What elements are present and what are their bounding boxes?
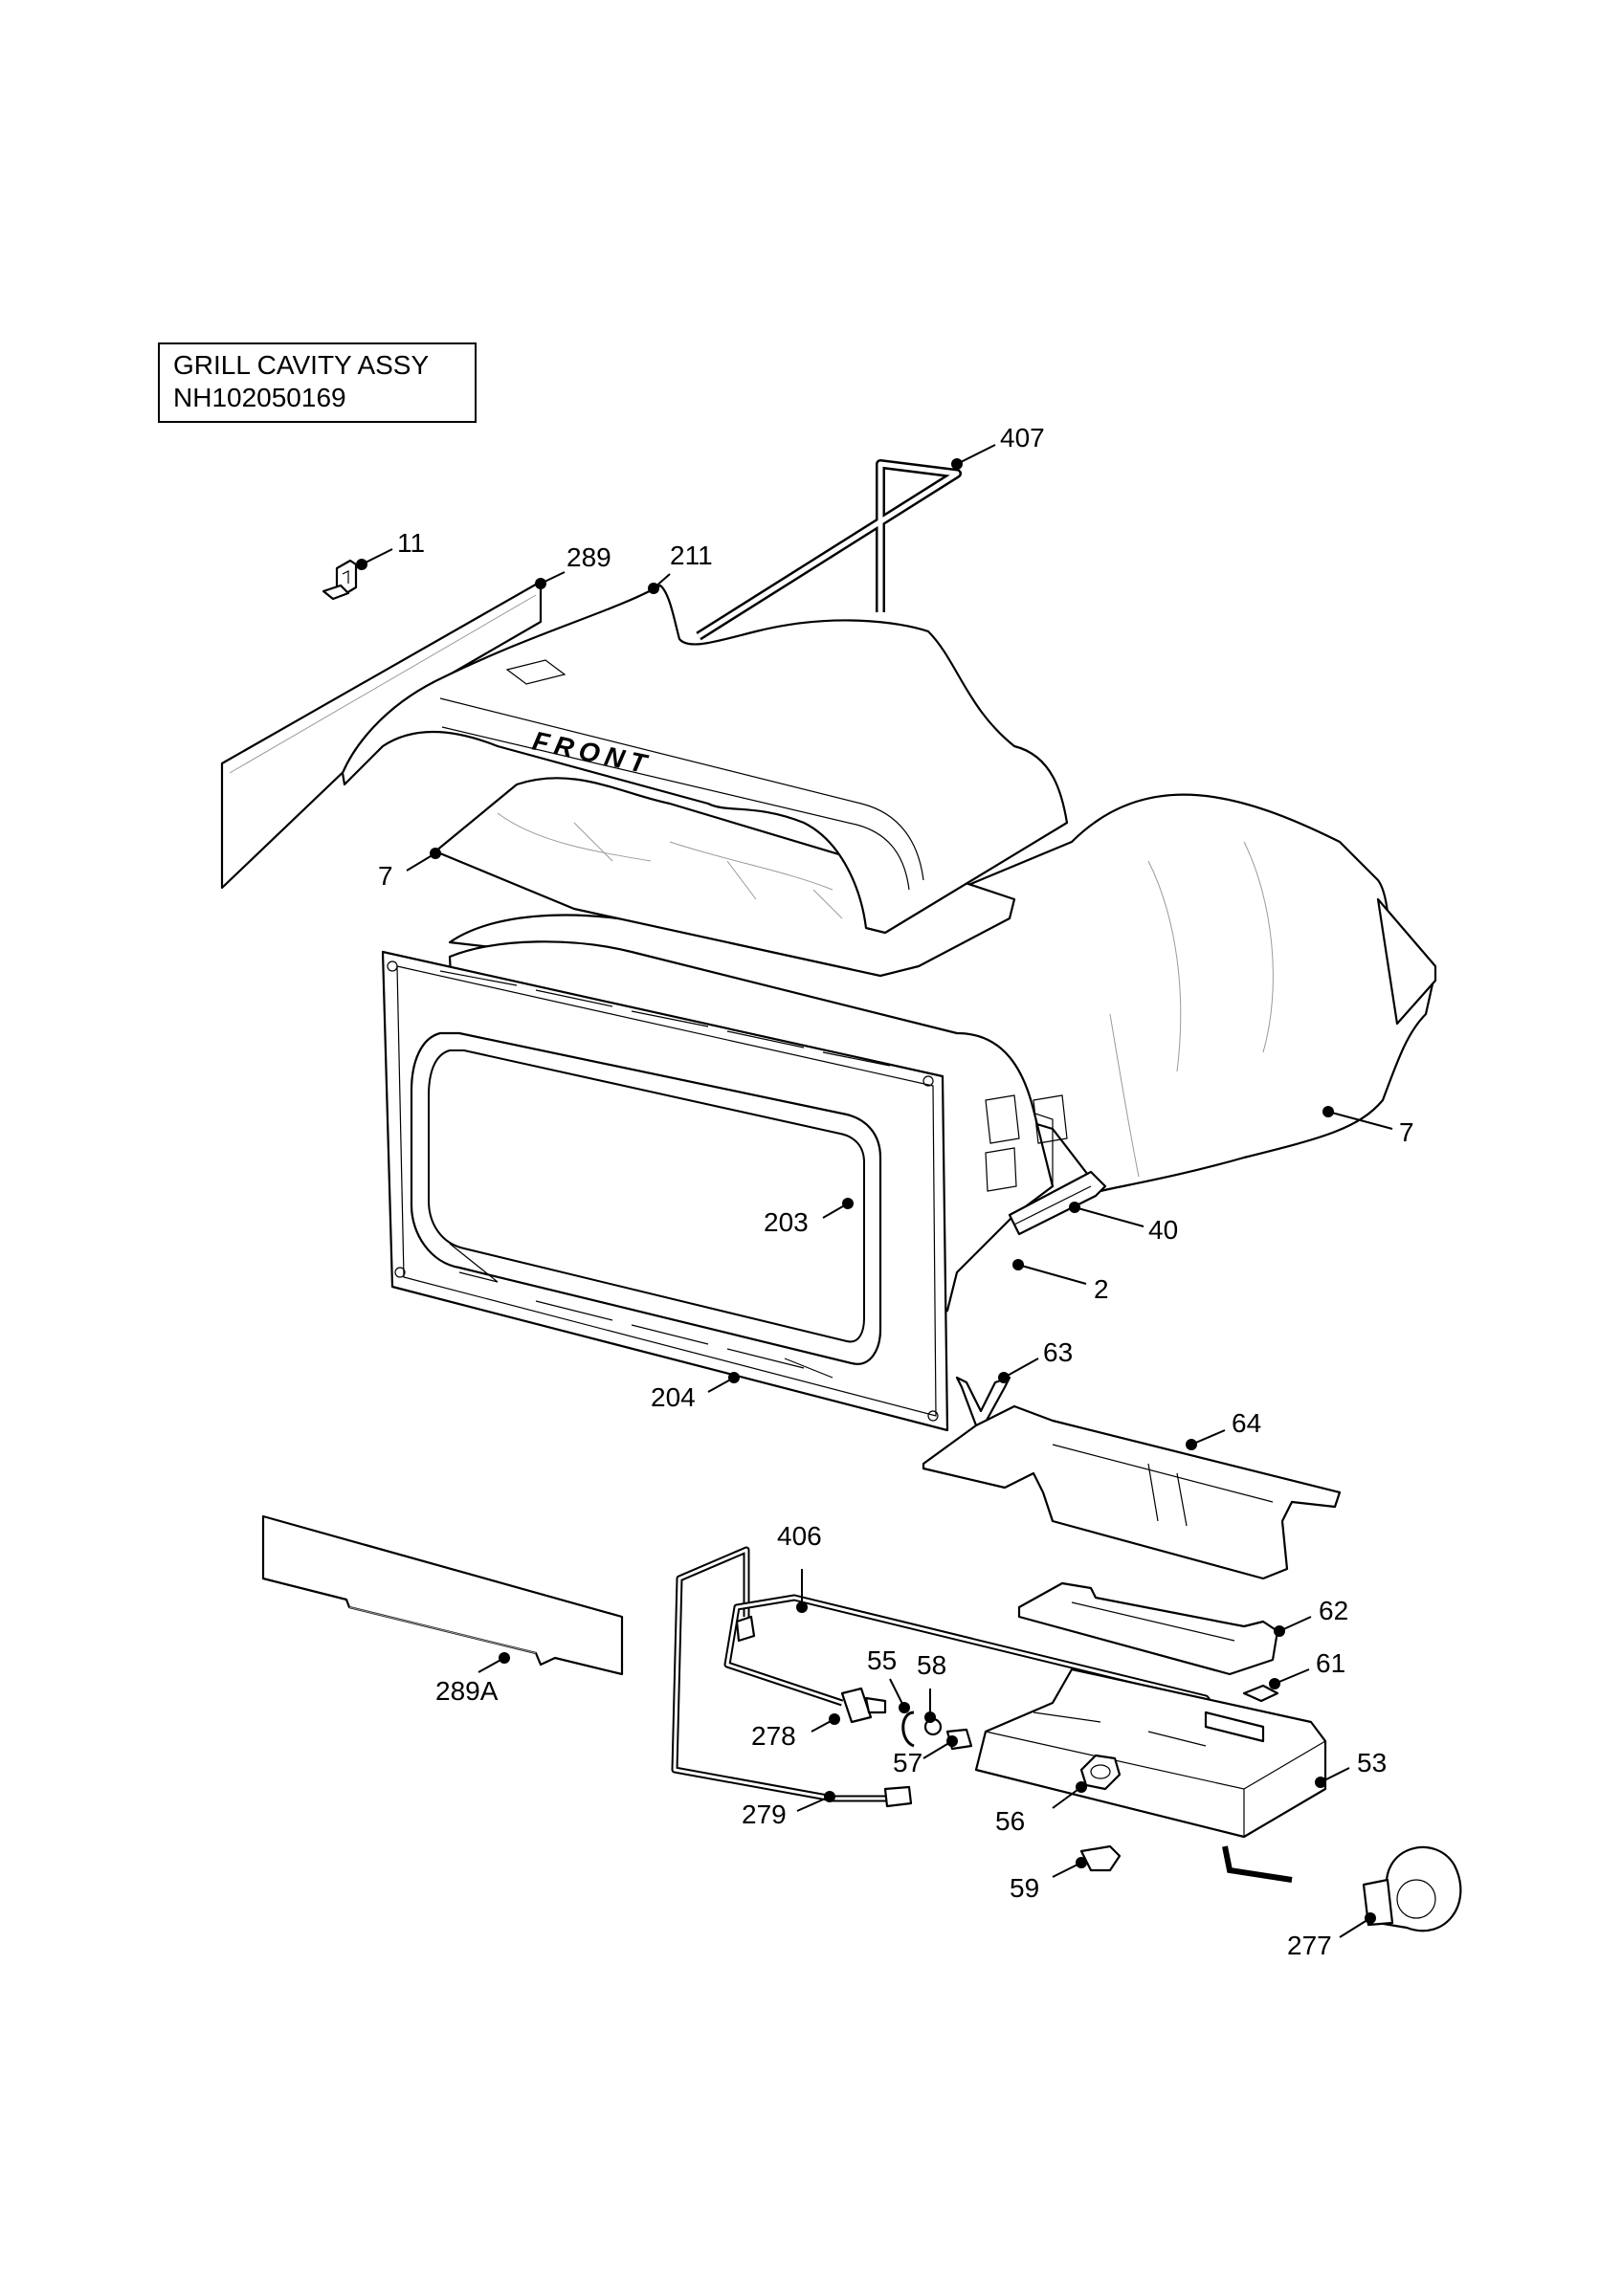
part-64-tray <box>922 1404 1342 1580</box>
svg-text:58: 58 <box>917 1650 946 1680</box>
svg-text:277: 277 <box>1287 1931 1332 1960</box>
svg-text:278: 278 <box>751 1721 796 1751</box>
part-53-burner-box <box>974 1667 1327 1883</box>
callout-406: 406 <box>777 1521 822 1613</box>
svg-text:211: 211 <box>670 541 713 570</box>
part-61-clip <box>1242 1684 1279 1703</box>
part-203-window-seal <box>410 1031 882 1379</box>
svg-text:279: 279 <box>742 1799 787 1829</box>
callout-7-upper: 7 <box>378 848 441 891</box>
svg-text:289: 289 <box>567 542 611 572</box>
part-277-valve <box>1362 1845 1462 1932</box>
svg-text:289A: 289A <box>435 1676 499 1706</box>
callout-211: 211 <box>648 541 713 594</box>
svg-text:56: 56 <box>995 1806 1025 1836</box>
svg-text:7: 7 <box>378 861 393 891</box>
part-289A-panel <box>261 1514 624 1676</box>
callout-40: 40 <box>1069 1202 1178 1245</box>
callout-11: 11 <box>356 528 425 570</box>
svg-text:7: 7 <box>1399 1117 1414 1147</box>
callout-56: 56 <box>995 1781 1087 1836</box>
callout-279: 279 <box>742 1791 835 1829</box>
svg-text:406: 406 <box>777 1521 822 1551</box>
callout-289A: 289A <box>435 1652 510 1706</box>
callout-289: 289 <box>535 542 611 589</box>
svg-text:40: 40 <box>1148 1215 1178 1245</box>
callout-61: 61 <box>1269 1648 1345 1689</box>
callout-59: 59 <box>1010 1857 1087 1903</box>
part-211-front-cover <box>341 584 1069 935</box>
callout-2: 2 <box>1012 1259 1109 1304</box>
assembly-title: GRILL CAVITY ASSY <box>173 350 430 380</box>
svg-text:55: 55 <box>867 1645 897 1675</box>
part-63-clip <box>955 1376 1011 1427</box>
svg-text:57: 57 <box>893 1748 922 1777</box>
callout-278: 278 <box>751 1713 840 1751</box>
svg-text:61: 61 <box>1316 1648 1345 1678</box>
callout-57: 57 <box>893 1735 958 1777</box>
svg-text:203: 203 <box>764 1207 809 1237</box>
part-278-fitting <box>840 1687 887 1724</box>
part-407-heater-element <box>696 459 962 641</box>
assembly-part-number: NH102050169 <box>173 383 346 412</box>
part-59-bracket <box>1079 1844 1122 1872</box>
svg-text:59: 59 <box>1010 1873 1039 1903</box>
title-box: GRILL CAVITY ASSY NH102050169 <box>158 342 477 423</box>
callout-63: 63 <box>998 1337 1073 1383</box>
svg-text:204: 204 <box>651 1382 696 1412</box>
part-55-ring <box>901 1711 915 1748</box>
svg-text:11: 11 <box>397 528 425 558</box>
part-11-bracket <box>322 559 358 601</box>
callout-55: 55 <box>867 1645 910 1713</box>
svg-text:63: 63 <box>1043 1337 1073 1367</box>
part-insulation-blanket <box>448 793 1437 1193</box>
svg-text:62: 62 <box>1319 1596 1348 1625</box>
callout-62: 62 <box>1274 1596 1348 1637</box>
callout-204: 204 <box>651 1372 740 1412</box>
svg-text:64: 64 <box>1232 1408 1261 1438</box>
callout-64: 64 <box>1186 1408 1261 1450</box>
callout-58: 58 <box>917 1650 946 1723</box>
callout-7-right: 7 <box>1322 1106 1414 1147</box>
callout-407: 407 <box>951 423 1045 470</box>
part-40-shield <box>1008 1170 1107 1236</box>
callout-53: 53 <box>1315 1748 1387 1788</box>
part-62-plate <box>1017 1581 1279 1676</box>
callout-203: 203 <box>764 1198 854 1237</box>
svg-text:53: 53 <box>1357 1748 1387 1777</box>
svg-text:407: 407 <box>1000 423 1045 453</box>
callout-277: 277 <box>1287 1912 1376 1960</box>
svg-text:2: 2 <box>1094 1274 1109 1304</box>
